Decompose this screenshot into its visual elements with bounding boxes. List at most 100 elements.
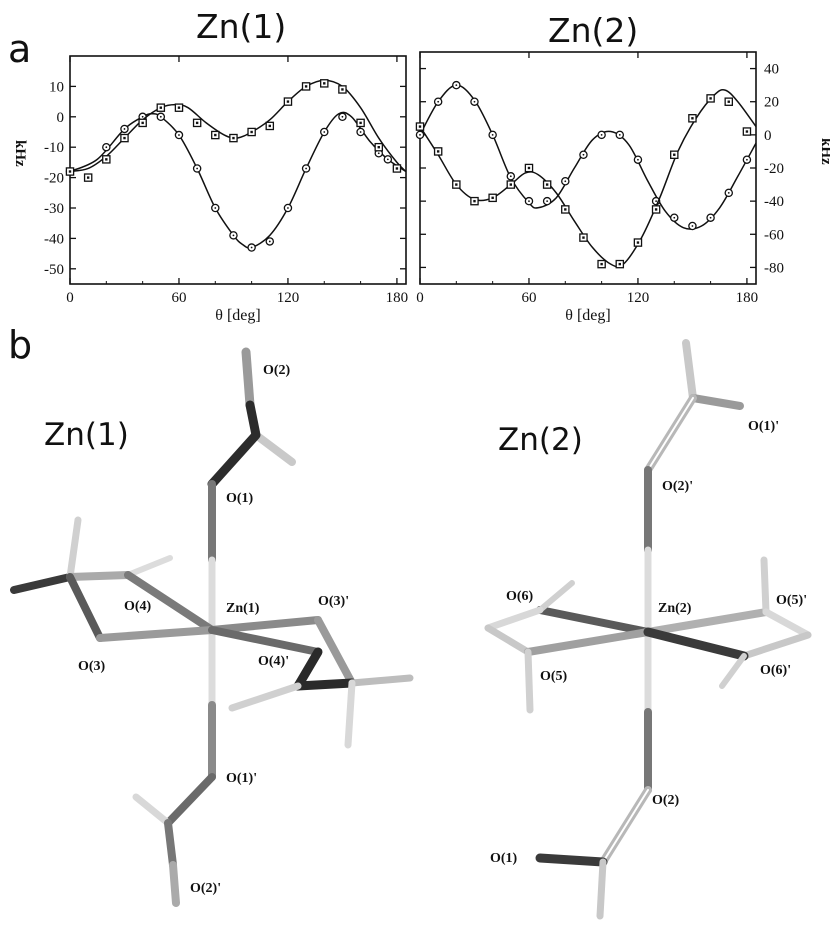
data-point-circle-dot [419, 133, 421, 136]
data-point-square-dot [545, 183, 549, 186]
data-point-square-dot [268, 124, 271, 128]
data-point-circle-dot [691, 225, 694, 227]
data-point-square-dot [177, 106, 181, 109]
x-tick-label: 60 [171, 290, 186, 306]
data-point-square-dot [159, 106, 163, 109]
data-point-square-dot [395, 167, 399, 170]
series-line-2 [70, 79, 406, 173]
data-point-circle-dot [746, 158, 748, 161]
y-tick-label: 0 [57, 110, 65, 126]
atom-label: O(2) [652, 793, 680, 808]
data-point-circle-dot [323, 131, 326, 133]
data-point-circle-dot [232, 234, 235, 237]
data-point-square-dot [527, 166, 531, 170]
data-point-square-dot [473, 199, 476, 203]
x-tick-label: 120 [627, 290, 650, 306]
data-point-square-dot [455, 183, 458, 186]
data-point-circle-dot [491, 133, 494, 136]
atom-label: O(6) [506, 589, 534, 604]
y-tick-label: -50 [44, 262, 64, 278]
data-point-square-dot [745, 130, 749, 133]
data-point-circle-dot [287, 207, 289, 209]
data-point-circle-dot [546, 200, 549, 203]
series-line-1 [70, 111, 406, 249]
data-point-circle-dot [123, 128, 126, 130]
atom-label: O(1)' [226, 771, 257, 786]
x-tick-label: 120 [277, 290, 300, 306]
data-point-square-dot [195, 121, 199, 125]
x-axis-label: θ [deg] [565, 307, 610, 324]
data-point-square-dot [359, 121, 362, 125]
data-point-square-dot [418, 125, 422, 128]
data-point-square-dot [673, 153, 676, 156]
atom-label: O(6)' [760, 663, 791, 678]
data-point-circle-dot [341, 115, 344, 118]
atom-label: O(2)' [662, 479, 693, 494]
atom-label: O(4)' [258, 654, 289, 669]
y-tick-label: -40 [764, 194, 784, 210]
y-tick-label: -80 [764, 260, 784, 276]
structure-title-zn2: Zn(2) [498, 422, 583, 458]
atom-label: O(3) [78, 659, 106, 674]
atom-label: O(2) [263, 363, 291, 378]
data-point-square-dot [68, 170, 72, 173]
plot-frame [419, 51, 757, 285]
data-point-circle-dot [582, 153, 585, 156]
molecular-structures: O(2) O(1) O(4) Zn(1) O(3)' O(3) O(4)' O(… [10, 339, 812, 920]
plot-title-zn2: Zn(2) [548, 11, 639, 50]
data-point-circle-dot [386, 158, 389, 161]
x-tick-label: 0 [416, 290, 424, 306]
data-point-square-dot [304, 85, 308, 88]
plot-title-zn1: Zn(1) [196, 7, 287, 46]
data-point-circle-dot [655, 200, 658, 203]
y-tick-label: 20 [764, 95, 779, 111]
data-point-square-dot [618, 262, 621, 266]
data-point-circle-dot [268, 240, 271, 243]
data-point-circle-dot [214, 207, 217, 209]
panel-b-label: b [8, 323, 33, 367]
data-point-square-dot [509, 183, 513, 186]
data-point-circle-dot [600, 133, 603, 136]
y-tick-label: -20 [44, 171, 64, 187]
y-tick-label: -20 [764, 161, 784, 177]
data-point-square-dot [377, 146, 380, 149]
data-point-circle-dot [437, 100, 440, 103]
atom-label: O(3)' [318, 594, 349, 609]
data-point-circle-dot [673, 216, 676, 219]
data-point-square-dot [232, 136, 235, 140]
y-tick-label: -40 [44, 231, 64, 247]
data-point-circle-dot [305, 167, 308, 170]
panel-a-label: a [8, 27, 32, 71]
data-point-square-dot [691, 117, 694, 120]
data-point-circle-dot [141, 115, 144, 118]
data-point-square-dot [141, 121, 144, 125]
data-point-circle-dot [509, 175, 512, 178]
atom-label: O(1)' [748, 419, 779, 434]
data-point-square-dot [105, 158, 108, 161]
y-tick-label: 0 [764, 128, 772, 144]
data-point-circle-dot [178, 134, 180, 136]
data-point-circle-dot [196, 167, 199, 170]
atom-label: O(2)' [190, 881, 221, 896]
data-point-square-dot [491, 196, 494, 200]
y-tick-label: 40 [764, 62, 779, 78]
x-tick-label: 180 [386, 290, 409, 306]
y-tick-label: 10 [49, 79, 64, 95]
series-line-1 [420, 84, 756, 230]
y-tick-label: -30 [44, 201, 64, 217]
series-line-2 [420, 89, 756, 268]
x-tick-label: 0 [66, 290, 74, 306]
data-point-circle-dot [473, 100, 476, 103]
data-point-square-dot [323, 82, 326, 85]
data-point-square-dot [214, 133, 217, 137]
data-point-square-dot [636, 241, 640, 244]
atom-label: O(1) [226, 491, 254, 506]
data-point-square-dot [286, 100, 290, 103]
atom-label: O(1) [490, 851, 518, 866]
data-point-circle-dot [709, 216, 712, 219]
y-tick-label: -60 [764, 227, 784, 243]
x-tick-label: 60 [521, 290, 536, 306]
data-point-circle-dot [637, 158, 639, 161]
data-point-square-dot [250, 130, 253, 134]
